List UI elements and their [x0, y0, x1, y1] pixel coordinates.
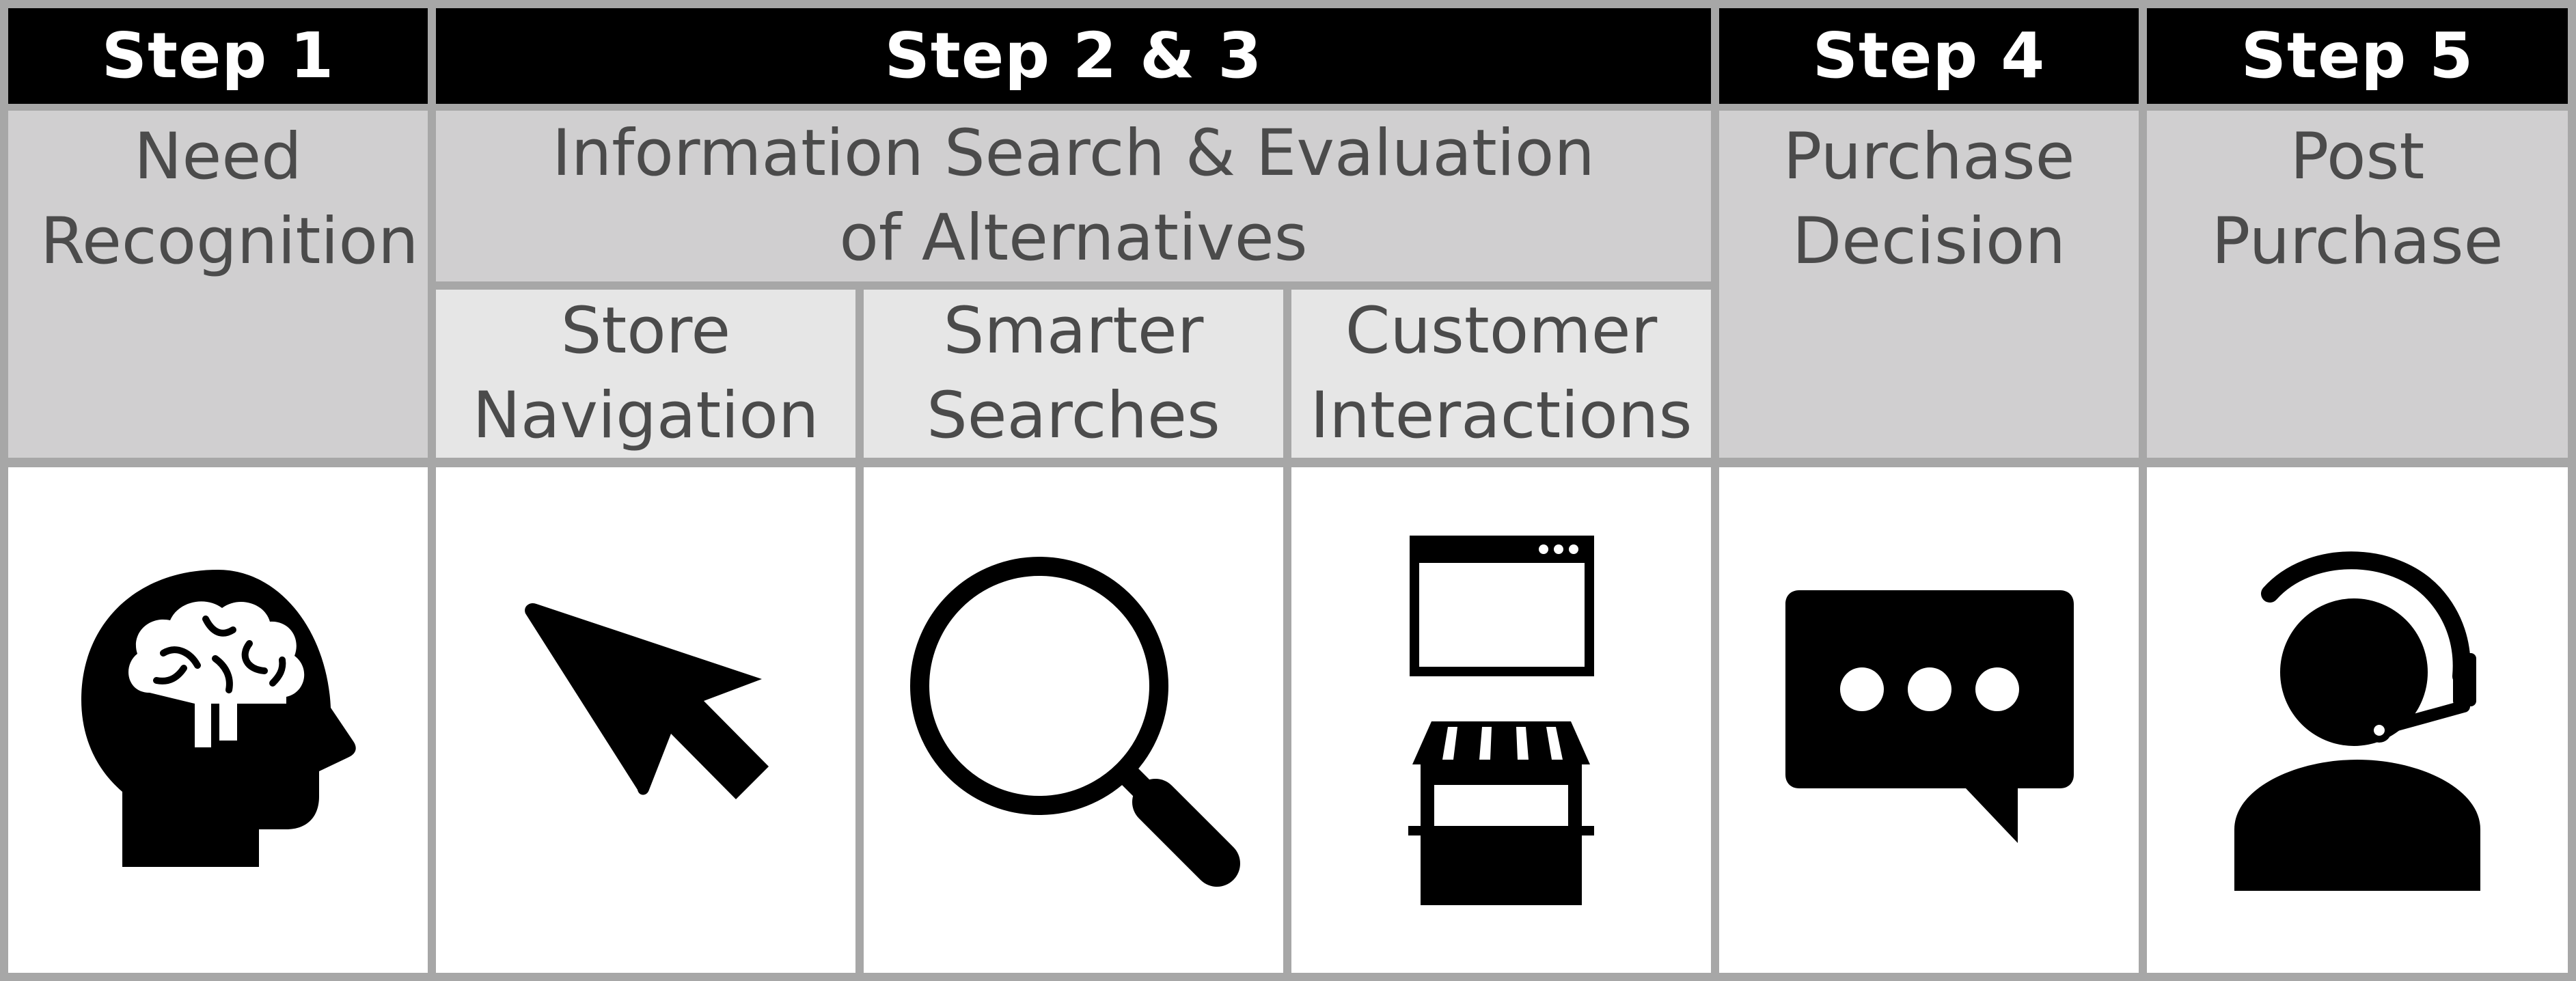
step-2-3-stage: Information Search & Evaluation of Alter…: [436, 111, 1711, 281]
step-1-header-text: Step 1: [101, 19, 335, 92]
chat-bubble-icon: [1785, 590, 2074, 843]
step-1-label: Need Recognition: [40, 120, 419, 279]
substep-1-label: Store Navigation: [472, 294, 819, 453]
step-1-stage: Need Recognition: [8, 111, 428, 458]
browser-window-icon: [1410, 536, 1594, 676]
substep-3-label: Customer Interactions: [1310, 294, 1693, 453]
customer-support-headset-icon: [2234, 551, 2480, 891]
icon-cell-store-navigation: [436, 467, 855, 973]
step-1-header: Step 1: [8, 8, 428, 104]
step-2-3-label: Information Search & Evaluation of Alter…: [552, 116, 1595, 275]
substep-2-label: Smarter Searches: [927, 294, 1220, 453]
step-4-stage: Purchase Decision: [1719, 111, 2139, 458]
step-5-header: Step 5: [2147, 8, 2568, 104]
step-2-3-header-text: Step 2 & 3: [884, 19, 1263, 92]
cursor-arrow-icon: [525, 603, 769, 799]
substep-smarter-searches: Smarter Searches: [864, 290, 1283, 458]
step-4-header-text: Step 4: [1812, 19, 2046, 92]
step-2-3-header: Step 2 & 3: [436, 8, 1711, 104]
head-brain-icon: [81, 570, 356, 867]
icon-cell-need-recognition: [8, 467, 428, 973]
icon-cell-post-purchase: [2147, 467, 2568, 973]
substep-customer-interactions: Customer Interactions: [1291, 290, 1711, 458]
icon-cell-smarter-searches: [864, 467, 1283, 973]
step-5-stage: Post Purchase: [2147, 111, 2568, 458]
substep-store-navigation: Store Navigation: [436, 290, 855, 458]
icon-cell-customer-interactions: [1291, 467, 1711, 973]
storefront-icon: [1408, 721, 1594, 905]
customer-interactions-icons: [1408, 536, 1594, 905]
step-5-header-text: Step 5: [2241, 19, 2474, 92]
step-5-label: Post Purchase: [2211, 120, 2504, 279]
step-4-header: Step 4: [1719, 8, 2139, 104]
icon-cell-purchase-decision: [1719, 467, 2139, 973]
step-4-label: Purchase Decision: [1783, 120, 2075, 279]
magnifying-glass-icon: [910, 557, 1240, 887]
